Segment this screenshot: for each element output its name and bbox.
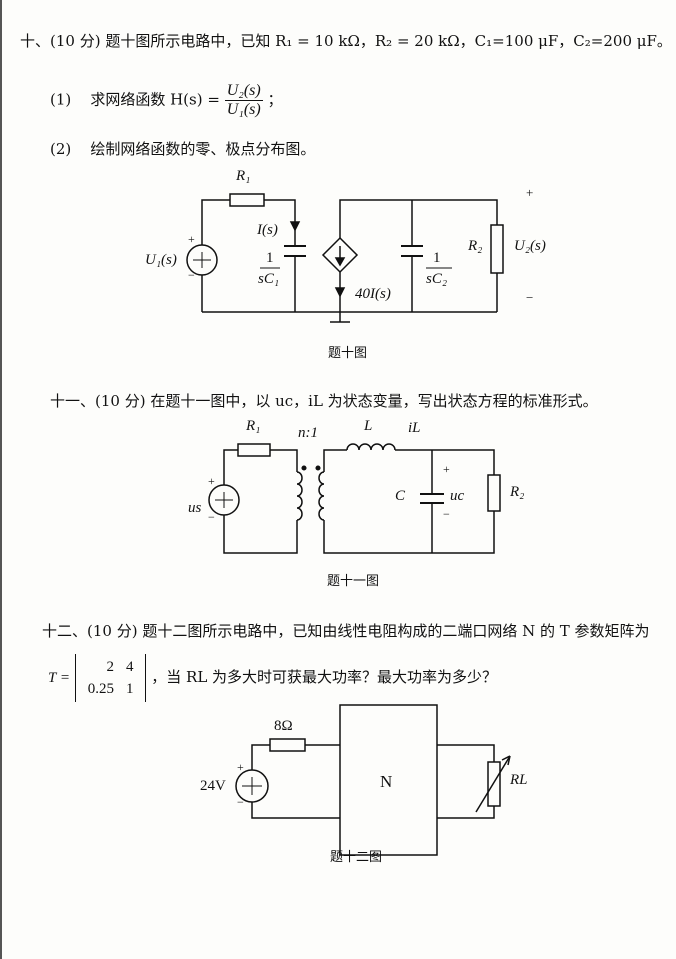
numerator: U₂(s) bbox=[224, 82, 263, 101]
transfer-fraction: U₂(s)U₁(s) bbox=[224, 82, 263, 119]
part-number: (2) bbox=[50, 140, 72, 158]
label-is: I(s) bbox=[257, 222, 278, 238]
label-turns-ratio: n:1 bbox=[298, 425, 318, 441]
q10-part2: (2) 绘制网络函数的零、极点分布图。 bbox=[50, 138, 315, 159]
q12-header: 十二、(10 分) 题十二图所示电路中，已知由线性电阻构成的二端口网络 N 的 … bbox=[42, 622, 650, 640]
label-24v: 24V bbox=[200, 778, 226, 794]
label-n: N bbox=[380, 772, 393, 791]
matrix-label: T = bbox=[48, 670, 70, 686]
plus-sign: + bbox=[208, 474, 215, 488]
part-number: (1) bbox=[50, 90, 72, 109]
plus-sign: + bbox=[237, 760, 244, 774]
label-sc2: sC₂ bbox=[426, 271, 448, 287]
label-il: iL bbox=[408, 420, 421, 436]
label-r1: R₁ bbox=[246, 418, 261, 434]
label-sc1: sC₁ bbox=[258, 271, 280, 287]
minus-sign: − bbox=[526, 290, 534, 305]
part-text: 求网络函数 H(s) = bbox=[90, 90, 220, 109]
caption-q12: 题十二图 bbox=[330, 850, 383, 865]
matrix-cell: 0.25 bbox=[87, 681, 114, 697]
matrix-cell: 2 bbox=[106, 659, 114, 675]
label-r2: R₂ bbox=[468, 238, 483, 254]
variable-resistor bbox=[487, 761, 501, 807]
part-text: 绘制网络函数的零、极点分布图。 bbox=[90, 140, 316, 158]
label-8ohm: 8Ω bbox=[274, 718, 293, 734]
label-r2: R₂ bbox=[510, 484, 525, 500]
inductor bbox=[346, 443, 396, 451]
label-c: C bbox=[395, 488, 406, 504]
plus-sign: + bbox=[526, 185, 534, 200]
matrix-cell: 4 bbox=[125, 659, 134, 675]
label-one: 1 bbox=[433, 250, 441, 266]
label-u2: U₂(s) bbox=[514, 238, 546, 254]
q10-header: 十、(10 分) 题十图所示电路中，已知 R₁ = 10 kΩ，R₂ = 20 … bbox=[20, 32, 672, 50]
q10-part1: (1) 求网络函数 H(s) = U₂(s)U₁(s) ； bbox=[50, 82, 283, 119]
punct: ； bbox=[267, 90, 283, 109]
circuit-q11 bbox=[208, 443, 501, 554]
label-u1: U₁(s) bbox=[145, 252, 177, 268]
secondary-coil bbox=[318, 471, 325, 521]
label-uc: uc bbox=[450, 488, 465, 504]
label-rl: RL bbox=[510, 772, 528, 788]
matrix-cell: 1 bbox=[125, 681, 134, 697]
minus-sign: − bbox=[188, 268, 195, 282]
two-port-network-box bbox=[339, 704, 438, 856]
denominator: U₁(s) bbox=[226, 101, 261, 118]
minus-sign: − bbox=[237, 795, 244, 809]
plus-sign: + bbox=[188, 232, 195, 246]
label-l: L bbox=[364, 418, 373, 434]
plus-sign: + bbox=[443, 462, 450, 476]
primary-coil bbox=[296, 471, 303, 521]
circuit-q12 bbox=[235, 704, 511, 856]
label-one: 1 bbox=[266, 250, 274, 266]
caption-q10: 题十图 bbox=[328, 346, 368, 361]
question-text: ，当 RL 为多大时可获最大功率？最大功率为多少？ bbox=[151, 668, 498, 686]
minus-sign: − bbox=[208, 510, 215, 524]
caption-q11: 题十一图 bbox=[327, 574, 380, 589]
label-r1: R₁ bbox=[236, 168, 251, 184]
q11-header: 十一、(10 分) 在题十一图中，以 uc，iL 为状态变量，写出状态方程的标准… bbox=[50, 392, 598, 410]
label-dependent-source: 40I(s) bbox=[355, 286, 391, 302]
circuit-q10 bbox=[186, 193, 504, 323]
minus-sign: − bbox=[443, 507, 450, 521]
label-us: us bbox=[188, 500, 202, 516]
